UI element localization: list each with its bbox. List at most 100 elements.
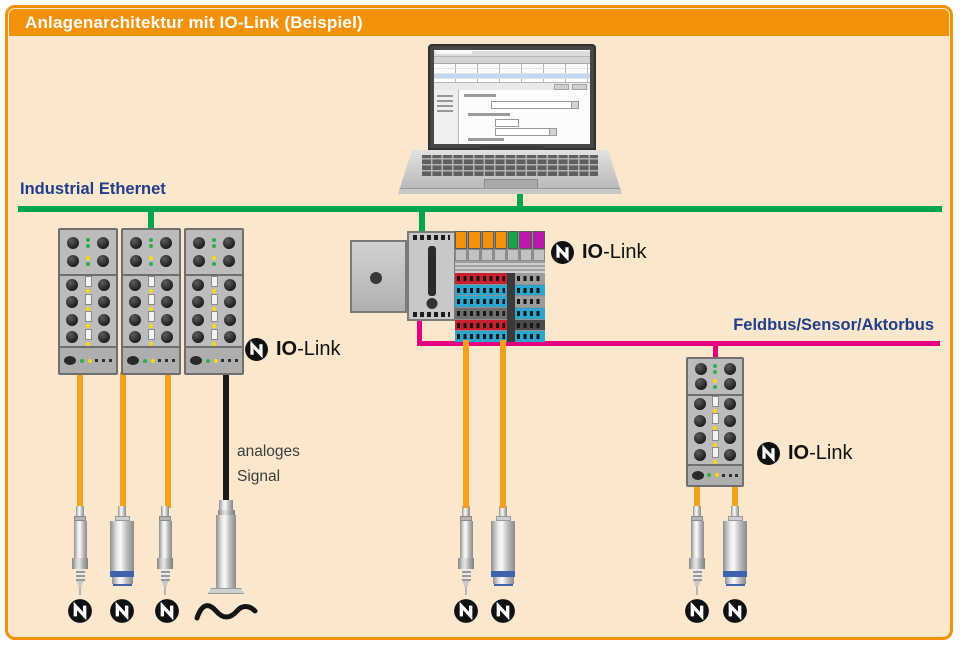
io-link-text: -Link [297,338,341,360]
io-link-text: -Link [603,241,647,263]
m12-port [129,331,142,344]
m12-port [724,432,737,444]
labeling-slot [147,293,155,305]
fieldbus-bus-line [417,341,940,346]
module-network-ports [60,230,116,276]
io-link-logo-icon [722,598,748,624]
io-link-master-module-2 [121,228,181,375]
status-led [212,256,216,261]
module-power-section [123,348,179,373]
io-link-cable [694,484,700,508]
module-network-ports [123,230,179,276]
plc-controller [350,231,456,321]
m12-port [129,296,142,309]
ethernet-drop-to-left-masters [148,210,154,230]
m12-port [193,255,205,268]
m12-port [67,236,79,249]
m12-port [223,255,235,268]
labeling-slot [210,328,218,340]
io-link-sensor-thin [157,506,173,595]
diagram-header: Anlagenarchitektur mit IO-Link (Beispiel… [9,9,949,36]
status-led [212,306,216,311]
module-network-ports [688,359,742,396]
m12-port [193,236,205,249]
status-led [149,237,153,242]
industrial-ethernet-label: Industrial Ethernet [20,180,166,198]
m12-port [192,313,205,326]
m12-port [724,449,737,461]
ethernet-drop-to-plc [419,210,425,234]
io-link-sensor-thin [72,506,88,595]
m12-port [130,236,142,249]
m12-port [97,296,110,309]
m12-port [724,398,737,410]
m12-port [724,415,737,427]
io-link-cable [165,372,171,508]
m12-port [66,296,79,309]
software-nav-panel [434,90,459,144]
labeling-slot [210,293,218,305]
io-link-text-bold: IO [788,442,810,464]
status-led [212,324,216,329]
m12-port [67,255,79,268]
m12-port [223,313,236,326]
engineering-laptop [398,44,622,196]
status-led [86,341,90,346]
labeling-slot [711,446,719,458]
labeling-slot [711,395,719,407]
analog-wave-icon [194,603,258,621]
io-link-master-module-3 [184,228,244,375]
status-led [149,289,153,294]
io-link-cable [500,340,506,508]
m12-port [192,296,205,309]
m12-port [693,415,706,427]
io-link-sensor-wide [491,506,515,586]
io-link-cable [77,372,83,508]
status-led [713,363,717,368]
labeling-slot [84,276,92,288]
module-network-ports [186,230,242,276]
laptop-base [398,150,622,194]
plc-cpu-block [350,240,407,313]
m12-port [66,278,79,291]
io-link-text-bold: IO [276,338,298,360]
status-led [150,358,155,363]
software-titlebar [434,51,590,57]
terminal-top-row [455,231,545,249]
m12-port [66,313,79,326]
io-link-text: -Link [809,442,853,464]
laptop-hinge [480,146,544,152]
status-led [86,289,90,294]
status-led [86,324,90,329]
status-led [79,358,84,363]
status-led [707,473,712,478]
status-led [149,243,153,248]
diagram-title: Anlagenarchitektur mit IO-Link (Beispiel… [25,12,363,32]
io-link-sensor-thin [458,506,474,595]
laptop-keyboard [422,155,598,176]
m12-port [223,296,236,309]
status-led [212,289,216,294]
status-led [142,358,147,363]
status-led [714,473,719,478]
io-link-logo-icon [67,598,93,624]
power-connector [691,470,704,480]
labeling-slot [210,276,218,288]
m12-port [66,331,79,344]
power-connector [189,356,202,366]
software-parameter-form [459,90,590,144]
m12-port [160,255,172,268]
io-link-logo-icon [490,598,516,624]
m12-port [97,278,110,291]
io-link-master-module-fieldbus [686,357,744,487]
m12-port [694,378,707,390]
status-led [212,237,216,242]
io-link-logo-icon [244,337,269,362]
io-link-caption-center: IO-Link [550,240,646,265]
m12-port [223,278,236,291]
status-led [213,358,218,363]
module-power-section [186,348,242,373]
status-led [149,262,153,267]
m12-port [97,331,110,344]
io-link-logo-icon [109,598,135,624]
